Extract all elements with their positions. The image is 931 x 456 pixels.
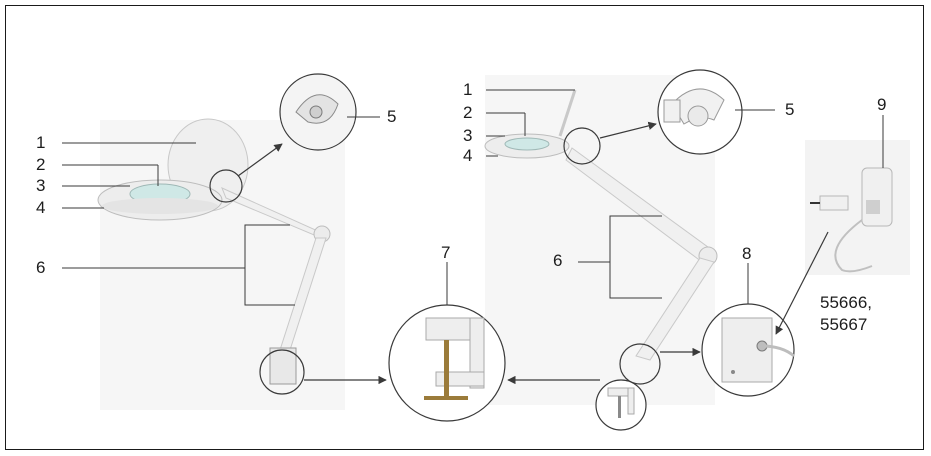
right-base-marker: [619, 343, 661, 385]
left-joint-marker: [209, 169, 243, 203]
detail-arrows: [237, 121, 829, 385]
power-socket-detail: [701, 303, 795, 397]
clamp-callout-7: 7: [441, 243, 451, 262]
right-lamp: [484, 89, 718, 361]
right-lamp-lens: [504, 137, 550, 151]
left-base-marker: [259, 349, 305, 395]
left-callout-2: 2: [36, 155, 46, 174]
left-lamp: [97, 118, 331, 385]
right-joint-detail: [657, 69, 743, 155]
left-lamp-base: [269, 347, 297, 385]
left-callout-1: 1: [36, 133, 46, 152]
left-lamp-ring: [102, 198, 218, 214]
left-callout-5: 5: [387, 107, 397, 126]
right-callout-5: 5: [785, 100, 795, 119]
adapter-callout-9: 9: [877, 95, 887, 114]
leader-lines: [62, 89, 884, 306]
left-callout-6: 6: [36, 258, 46, 277]
right-lamp-lower-arm: [635, 257, 715, 361]
right-lamp-cover: [558, 89, 577, 137]
adapter-model-number-1: 55666,: [820, 293, 872, 312]
right-joint-marker: [563, 127, 601, 165]
right-callout-3: 3: [463, 126, 473, 145]
socket-callout-8: 8: [742, 244, 752, 263]
right-callout-4: 4: [463, 146, 473, 165]
right-callout-2: 2: [463, 103, 473, 122]
adapter-model-number-2: 55667: [820, 315, 868, 334]
clamp-detail: [388, 304, 506, 422]
right-callout-6: 6: [553, 251, 563, 270]
left-joint-detail: [279, 73, 357, 151]
right-clamp-detail: [595, 379, 647, 431]
right-callout-1: 1: [463, 80, 473, 99]
left-callout-4: 4: [36, 198, 46, 217]
power-adapter: [810, 167, 893, 273]
left-callout-3: 3: [36, 176, 46, 195]
